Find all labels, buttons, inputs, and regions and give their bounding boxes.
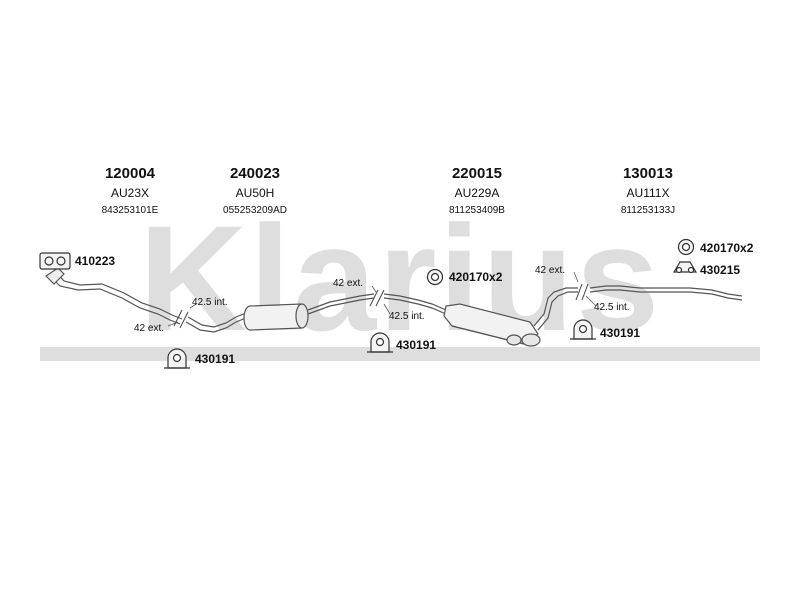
joint-note: 42 ext. — [535, 265, 566, 276]
part-code: AU23X — [110, 186, 150, 200]
part-code: AU229A — [454, 186, 500, 200]
rubber-mount-label: 430215 — [700, 263, 741, 277]
joint-note: 42.5 int. — [389, 311, 425, 322]
oem-number: 811253133J — [620, 205, 676, 216]
clamp-label: 430191 — [600, 326, 641, 340]
part-number: 220015 — [451, 165, 503, 182]
gasket-icon — [39, 252, 71, 270]
part-number: 120004 — [104, 165, 156, 182]
sealing-ring-icon — [426, 268, 444, 286]
part-number: 130013 — [622, 165, 674, 182]
watermark-bar — [40, 347, 760, 361]
centre-silencer — [243, 303, 309, 331]
clamp-label: 430191 — [396, 338, 437, 352]
rear-silencer — [443, 303, 541, 347]
oem-number: 811253409B — [449, 205, 505, 216]
oem-number: 055253209AD — [223, 205, 287, 216]
part-code: AU111X — [626, 186, 670, 200]
joint-note: 42 ext. — [134, 323, 165, 334]
clamp-icon — [367, 332, 393, 353]
joint-note: 42.5 int. — [192, 297, 228, 308]
sealing-ring-label: 420170x2 — [700, 241, 754, 255]
section-header-3: 220015 AU229A 811253409B — [407, 165, 547, 218]
watermark-text: Klarius — [139, 194, 662, 362]
clamp-icon — [164, 348, 190, 369]
oem-number: 843253101E — [101, 205, 159, 216]
part-code: AU50H — [235, 186, 275, 200]
section-header-2: 240023 AU50H 055253209AD — [185, 165, 325, 218]
gasket-label: 410223 — [75, 254, 116, 268]
joint-note: 42.5 int. — [594, 302, 630, 313]
clamp-icon — [570, 319, 596, 340]
sealing-ring-label: 420170x2 — [449, 270, 503, 284]
joint-note: 42 ext. — [333, 278, 364, 289]
section-header-1: 120004 AU23X 843253101E — [60, 165, 200, 218]
front-pipe — [51, 277, 181, 325]
section-header-4: 130013 AU111X 811253133J — [578, 165, 718, 218]
clamp-label: 430191 — [195, 352, 236, 366]
part-number: 240023 — [229, 165, 281, 182]
rubber-mount-icon — [672, 261, 698, 274]
sealing-ring-icon — [677, 238, 695, 256]
